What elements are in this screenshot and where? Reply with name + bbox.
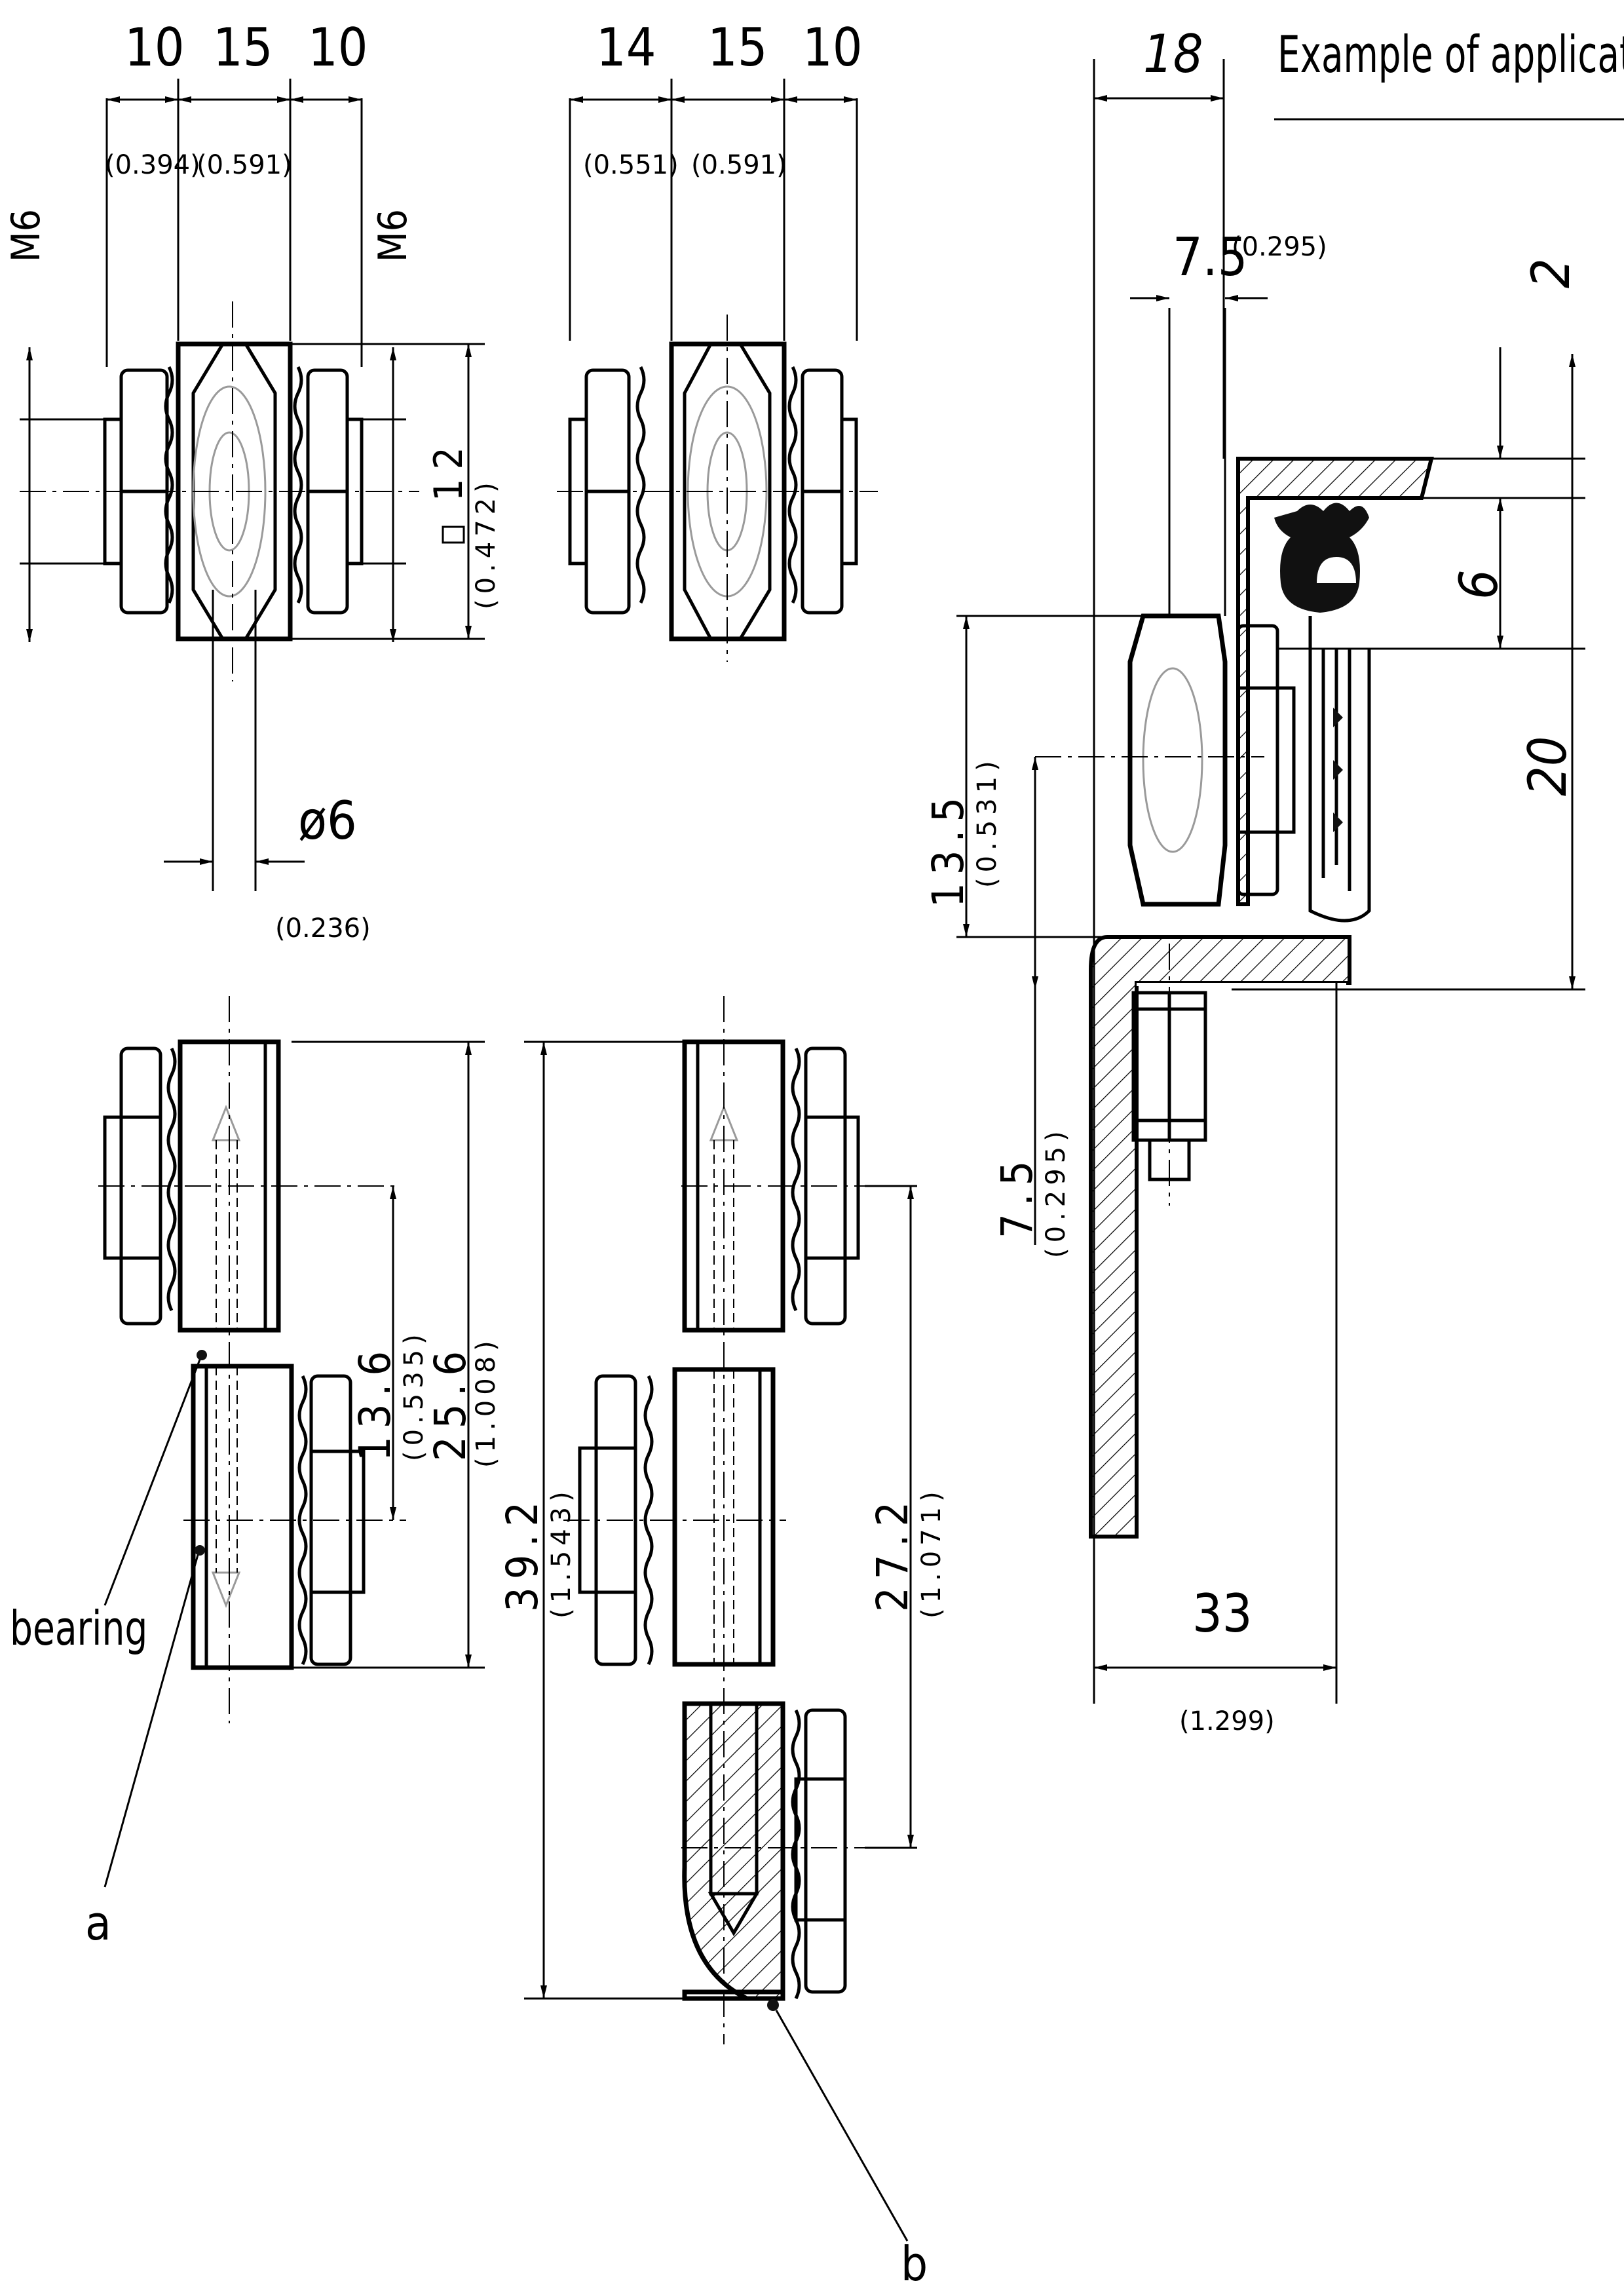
- view-bottom-left: bearing a 13.6 (0.535) 25.6 (1.008): [10, 996, 501, 1951]
- leader-b: [775, 2010, 909, 2242]
- dim-square-12-inch: (0.472): [471, 477, 501, 609]
- dim-10-left: 10: [124, 17, 185, 78]
- thread-m6-right: M6: [370, 209, 416, 262]
- dim-7-5-top: 7.5: [1173, 227, 1247, 288]
- dim-10-left-inch: (0.394): [105, 150, 200, 180]
- dim-39-2-inch: (1.543): [546, 1486, 576, 1618]
- dim-27-2: 27.2: [867, 1494, 918, 1612]
- dim-39-2: 39.2: [497, 1494, 548, 1612]
- dim-15-mid: 15: [708, 17, 768, 78]
- dim-33: 33: [1192, 1583, 1253, 1644]
- dim-square-12: 12: [426, 438, 472, 501]
- label-bearing: bearing: [10, 1601, 147, 1656]
- label-b: b: [901, 2236, 928, 2291]
- dim-2: 2: [1520, 258, 1581, 288]
- view-top-left: 10 (0.394) 15 (0.591) 10 M6 M6: [3, 17, 501, 944]
- dim-15-inch: (0.591): [197, 150, 292, 180]
- dim-6: 6: [1448, 569, 1509, 600]
- dim-14-inch: (0.551): [583, 150, 679, 180]
- dim-13-6: 13.6: [350, 1343, 400, 1461]
- dim-25-6: 25.6: [425, 1343, 476, 1461]
- view-application: 18 7.5 (0.295) 2 6 20 13.5 (0.531) 7.5 (…: [923, 24, 1585, 1736]
- dim-10-right: 10: [308, 17, 368, 78]
- leader-bearing: [104, 1359, 201, 1606]
- dim-7-5-side-inch: (0.295): [1041, 1126, 1071, 1258]
- view-bottom-middle: b 39.2 (1.543) 27.2 (1.071): [497, 996, 947, 2291]
- square-symbol: [442, 526, 465, 544]
- dim-13-5-inch: (0.531): [972, 756, 1002, 888]
- dim-10-mid: 10: [803, 17, 863, 78]
- dim-18: 18: [1143, 24, 1203, 85]
- label-a: a: [85, 1896, 111, 1951]
- section-hatch: [682, 1701, 785, 2001]
- dim-7-5-top-inch: (0.295): [1232, 232, 1327, 262]
- view-top-middle: 14 (0.551) 15 (0.591) 10: [557, 17, 878, 662]
- dim-dia-6-inch: (0.236): [275, 913, 371, 944]
- dim-33-inch: (1.299): [1179, 1706, 1275, 1736]
- dim-15-mid-inch: (0.591): [691, 150, 787, 180]
- dim-13-6-inch: (0.535): [399, 1329, 429, 1461]
- dim-dia-6: ø6: [298, 790, 357, 851]
- dim-20: 20: [1517, 736, 1578, 796]
- dim-25-6-inch: (1.008): [471, 1335, 501, 1468]
- dim-15: 15: [213, 17, 273, 78]
- dim-13-5: 13.5: [923, 790, 973, 908]
- dim-7-5-side: 7.5: [992, 1153, 1042, 1238]
- title-text: Example of application: [1277, 26, 1624, 85]
- dim-27-2-inch: (1.071): [916, 1486, 947, 1618]
- leader-a: [104, 1554, 199, 1888]
- thread-m6-left: M6: [3, 209, 49, 262]
- title-block: Example of application: [1274, 26, 1624, 121]
- dim-14: 14: [596, 17, 656, 78]
